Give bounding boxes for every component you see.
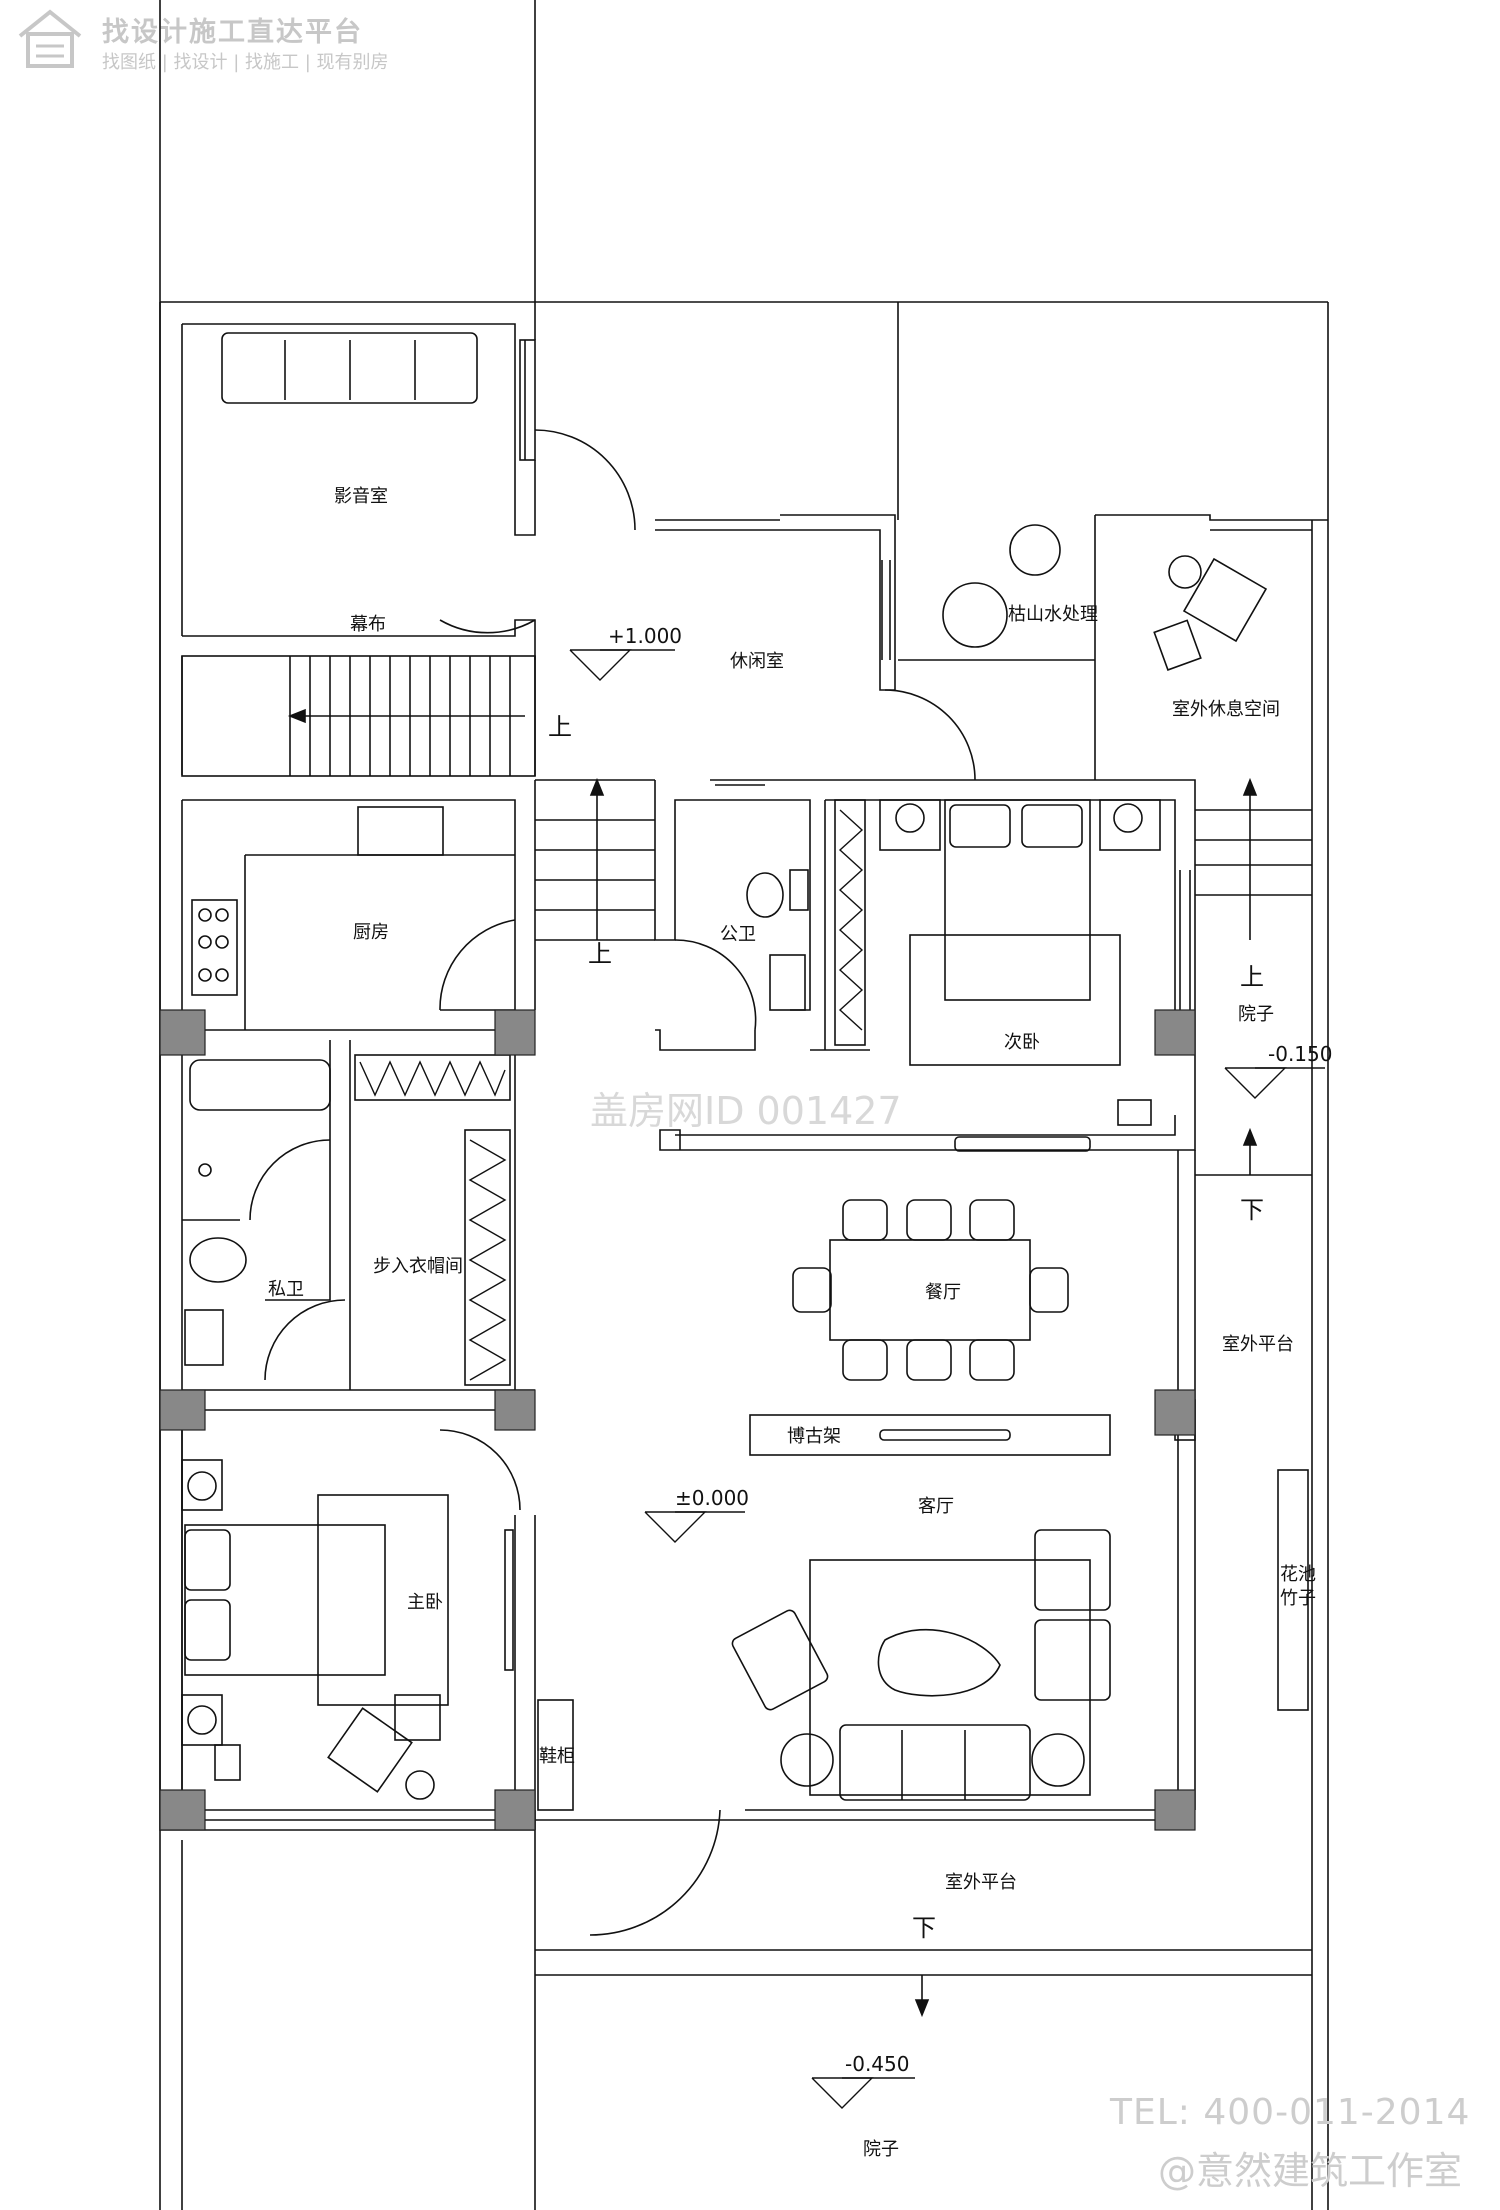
- room-label-shoe-cabinet: 鞋柜: [539, 1746, 575, 1767]
- level-label-courtyard-east: -0.150: [1268, 1042, 1332, 1066]
- room-label-private-bath: 私卫: [268, 1279, 304, 1300]
- room-label-public-bath: 公卫: [720, 924, 756, 945]
- room-label-curtain: 幕布: [350, 614, 386, 635]
- stair-up-label-2: 上: [588, 940, 612, 968]
- room-label-theater: 影音室: [334, 486, 388, 507]
- watermark-title: 找设计施工直达平台: [102, 17, 363, 48]
- room-label-outdoor-terrace-east: 室外平台: [1222, 1334, 1294, 1355]
- room-label-courtyard-south: 院子: [863, 2139, 899, 2160]
- watermark-subtitle: 找图纸 | 找设计 | 找施工 | 现有别房: [102, 52, 389, 73]
- room-label-dining: 餐厅: [925, 1282, 961, 1303]
- level-label-courtyard-south: -0.450: [845, 2052, 909, 2076]
- room-label-second-bedroom: 次卧: [1004, 1032, 1040, 1053]
- room-label-bamboo: 竹子: [1280, 1588, 1316, 1609]
- room-label-living: 客厅: [918, 1496, 954, 1517]
- room-label-lounge: 休闲室: [730, 651, 784, 672]
- watermark-studio: @意然建筑工作室: [1158, 2149, 1463, 2193]
- room-label-courtyard-east: 院子: [1238, 1004, 1274, 1025]
- stair-down-label-1: 下: [1240, 1196, 1264, 1224]
- room-label-dry-garden: 枯山水处理: [1008, 604, 1098, 625]
- watermark-tel: TEL: 400-011-2014: [1110, 2092, 1471, 2133]
- house-logo-icon: [18, 9, 82, 68]
- room-label-master-bedroom: 主卧: [407, 1592, 443, 1613]
- level-label-lounge: +1.000: [608, 624, 682, 648]
- stair-up-label-1: 上: [548, 713, 572, 741]
- room-label-display-shelf: 博古架: [787, 1426, 841, 1447]
- room-label-walkin-closet: 步入衣帽间: [373, 1256, 463, 1277]
- stair-up-label-3: 上: [1240, 963, 1264, 991]
- room-label-flower-bed: 花池: [1280, 1564, 1316, 1585]
- room-label-outdoor-terrace-south: 室外平台: [945, 1872, 1017, 1893]
- room-label-outdoor-rest: 室外休息空间: [1172, 699, 1280, 720]
- level-label-living: ±0.000: [675, 1486, 749, 1510]
- stair-down-label-2: 下: [912, 1914, 936, 1942]
- room-label-kitchen: 厨房: [353, 922, 389, 943]
- watermark-center-id: 盖房网ID 001427: [590, 1089, 902, 1133]
